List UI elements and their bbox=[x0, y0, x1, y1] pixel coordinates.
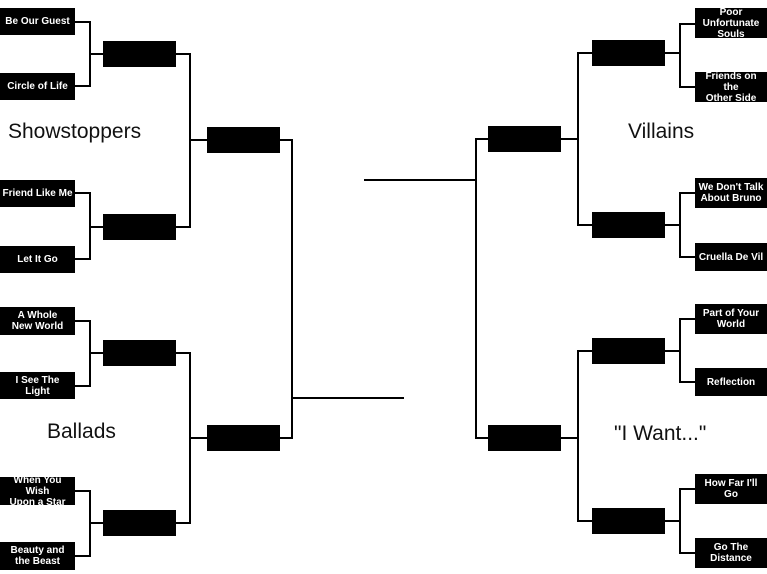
bracket-line bbox=[577, 52, 592, 226]
round3-slot[interactable] bbox=[488, 126, 561, 152]
round3-slot[interactable] bbox=[207, 425, 280, 451]
round2-slot[interactable] bbox=[103, 510, 176, 536]
bracket-line bbox=[176, 352, 191, 524]
song-part-of-your-world[interactable]: Part of Your World bbox=[695, 304, 767, 334]
bracket-line bbox=[75, 21, 91, 87]
song-circle-of-life[interactable]: Circle of Life bbox=[0, 73, 75, 100]
song-let-it-go[interactable]: Let It Go bbox=[0, 246, 75, 273]
song-be-our-guest[interactable]: Be Our Guest bbox=[0, 8, 75, 35]
region-title-i-want: "I Want..." bbox=[614, 422, 707, 445]
song-we-dont-talk-about-bruno[interactable]: We Don't Talk About Bruno bbox=[695, 178, 767, 208]
song-how-far-ill-go[interactable]: How Far I'll Go bbox=[695, 474, 767, 504]
song-go-the-distance[interactable]: Go The Distance bbox=[695, 538, 767, 568]
bracket-line bbox=[475, 138, 488, 439]
song-friends-on-the-other-side[interactable]: Friends on the Other Side bbox=[695, 71, 767, 104]
bracket-line bbox=[280, 139, 293, 439]
region-title-villains: Villains bbox=[628, 120, 695, 143]
bracket-line bbox=[75, 192, 91, 260]
region-title-showstoppers: Showstoppers bbox=[8, 120, 142, 143]
song-cruella-de-vil[interactable]: Cruella De Vil bbox=[695, 243, 767, 271]
region-title-ballads: Ballads bbox=[47, 420, 116, 443]
round2-slot[interactable] bbox=[592, 508, 665, 534]
song-friend-like-me[interactable]: Friend Like Me bbox=[0, 180, 75, 207]
round2-slot[interactable] bbox=[103, 340, 176, 366]
round2-slot[interactable] bbox=[592, 212, 665, 238]
song-reflection[interactable]: Reflection bbox=[695, 368, 767, 396]
song-poor-unfortunate-souls[interactable]: Poor Unfortunate Souls bbox=[695, 7, 767, 40]
song-when-you-wish-upon-a-star[interactable]: When You Wish Upon a Star bbox=[0, 475, 75, 508]
bracket-line bbox=[679, 488, 695, 554]
song-i-see-the-light[interactable]: I See The Light bbox=[0, 372, 75, 399]
round2-slot[interactable] bbox=[103, 214, 176, 240]
song-beauty-and-the-beast[interactable]: Beauty and the Beast bbox=[0, 542, 75, 570]
round2-slot[interactable] bbox=[592, 40, 665, 66]
bracket-line bbox=[679, 192, 695, 258]
round2-slot[interactable] bbox=[103, 41, 176, 67]
bracket-line bbox=[75, 320, 91, 387]
round2-slot[interactable] bbox=[592, 338, 665, 364]
round3-slot[interactable] bbox=[207, 127, 280, 153]
bracket-line bbox=[577, 350, 592, 522]
round3-slot[interactable] bbox=[488, 425, 561, 451]
bracket-line bbox=[176, 53, 191, 228]
song-a-whole-new-world[interactable]: A Whole New World bbox=[0, 307, 75, 335]
bracket-line bbox=[75, 490, 91, 557]
bracket-line bbox=[679, 23, 695, 88]
bracket-line bbox=[679, 318, 695, 383]
